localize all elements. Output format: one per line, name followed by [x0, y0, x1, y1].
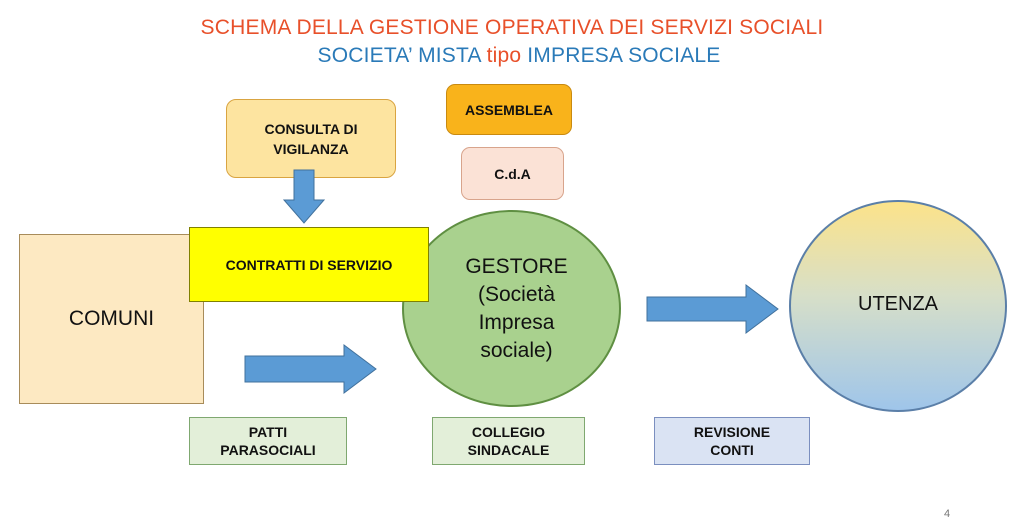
patti-line-1: PATTI	[248, 424, 288, 440]
page-number: 4	[944, 508, 951, 520]
consulta-line-1: CONSULTA DI	[264, 120, 358, 137]
revisione-conti-box: REVISIONE CONTI	[654, 417, 810, 465]
consulta-di-vigilanza-box: CONSULTA DI VIGILANZA	[226, 99, 396, 178]
utenza-circle: UTENZA	[789, 200, 1007, 412]
arrow-down-consulta	[282, 169, 326, 224]
gestore-line-3: Impresa	[478, 310, 555, 334]
gestore-line-4: sociale)	[480, 338, 553, 362]
title-line-2-part-1: SOCIETA’ MISTA	[317, 44, 487, 67]
title-line-2-part-3: IMPRESA SOCIALE	[521, 44, 721, 67]
contratti-di-servizio-box: CONTRATTI DI SERVIZIO	[189, 227, 429, 302]
title-line-2: SOCIETA’ MISTA tipo IMPRESA SOCIALE	[0, 44, 1024, 68]
revisione-line-2: CONTI	[710, 442, 754, 458]
arrow-right-gestore-utenza	[646, 284, 779, 334]
assemblea-box: ASSEMBLEA	[446, 84, 572, 135]
gestore-line-1: GESTORE	[465, 254, 568, 278]
collegio-line-2: SINDACALE	[467, 442, 550, 458]
patti-line-2: PARASOCIALI	[220, 442, 316, 458]
comuni-box: COMUNI	[19, 234, 204, 404]
consulta-line-2: VIGILANZA	[273, 140, 349, 157]
title-line-1: SCHEMA DELLA GESTIONE OPERATIVA DEI SERV…	[200, 16, 824, 39]
gestore-circle: GESTORE (Società Impresa sociale)	[402, 210, 621, 407]
arrow-right-comuni-gestore	[244, 344, 377, 394]
cda-box: C.d.A	[461, 147, 564, 200]
revisione-line-1: REVISIONE	[693, 424, 771, 440]
collegio-line-1: COLLEGIO	[471, 424, 546, 440]
patti-parasociali-box: PATTI PARASOCIALI	[189, 417, 347, 465]
collegio-sindacale-box: COLLEGIO SINDACALE	[432, 417, 585, 465]
gestore-line-2: (Società	[477, 282, 556, 306]
title-line-2-part-2: tipo	[486, 44, 522, 67]
